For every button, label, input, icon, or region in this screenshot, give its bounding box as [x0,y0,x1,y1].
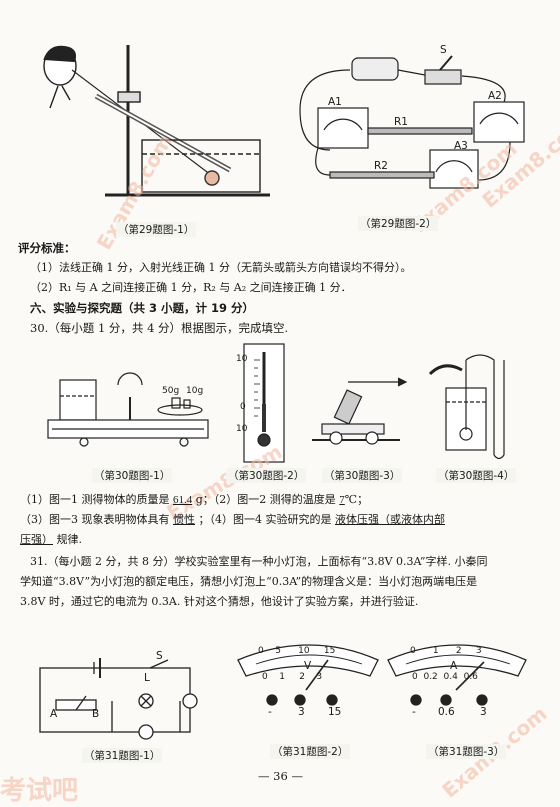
label-thermo-top: 10 [236,354,248,364]
label-mass1: 50g [162,386,180,396]
caption-q30-fig4: （第30题图-4） [436,468,517,483]
label-a3: A3 [454,140,468,152]
caption-q31-fig1: （第31题图-1） [82,748,163,763]
a-scale-top: 0 1 2 3 [410,646,482,656]
label-mass2: 10g [186,386,204,396]
label-a-term-3: 3 [480,706,487,718]
watermark-kaoshiba: 考试吧 [0,776,79,806]
caption-q30-fig1: （第30题图-1） [92,468,173,483]
q30-fig3-diagram [312,377,408,445]
label-s: S [440,44,447,56]
q30-line1: （1）图一1 测得物体的质量是 61.4 g；（2）图一2 测得的温度是 7℃； [20,493,369,506]
label-v-term-neg: - [268,706,272,718]
label-a-term-neg: - [412,706,416,718]
scoring-heading: 评分标准： [18,241,76,255]
q31-line1: 31.（每小题 2 分，共 8 分）学校实验室里有一种小灯泡，上面标有“3.8V… [30,555,488,568]
label-B: B [92,708,100,720]
q31-line3: 3.8V 时，通过它的电流为 0.3A. 针对这个猜想，他设计了实验方案，并进行… [20,595,419,608]
label-r1: R1 [394,116,408,128]
label-a-term-06: 0.6 [438,706,455,718]
scoring-line1: （1）法线正确 1 分，入射光线正确 1 分（无箭头或箭头方向错误均不得分）。 [30,261,412,274]
a-scale-bottom: 0 0.2 0.4 0.6 [412,672,478,682]
q31-line2: 学知道“3.8V”为小灯泡的额定电压，猜想小灯泡上“0.3A”的物理含义是：当小… [20,575,478,588]
q31-fig2-diagram [237,644,379,706]
q30-fig1-diagram [47,372,209,447]
caption-q31-fig3: （第31题图-3） [426,744,507,759]
answer-temperature: 7 [339,494,345,506]
label-l: L [144,672,150,684]
q30-line2: （3）图一3 现象表明物体具有 惯性 ；（4）图一4 实验研究的是 液体压强（或… [20,513,445,526]
caption-q29-fig1: （第29题图-1） [116,222,197,237]
label-v-term-15: 15 [328,706,342,718]
q30-fig4-diagram [428,354,505,460]
answer-pressure: 液体压强（或液体内部 [335,514,445,526]
q30-line3: 压强） 规律. [20,533,82,546]
section-heading: 六、实验与探究题（共 3 小题，计 19 分） [30,301,255,315]
q31-fig1-diagram [39,658,198,740]
q30-intro: 30.（每小题 1 分，共 4 分）根据图示，完成填空. [30,321,289,335]
q30-fig2-diagram [243,343,285,463]
caption-q29-fig2: （第29题图-2） [358,216,439,231]
q29-fig1-diagram [43,45,270,197]
answer-pressure-cont: 压强） [20,534,53,546]
caption-q31-fig2: （第31题图-2） [270,744,351,759]
answer-inertia: 惯性 [173,514,195,526]
label-a2: A2 [488,90,502,102]
q31-fig3-diagram [387,644,527,706]
v-scale-top: 0 5 10 15 [258,646,336,656]
v-scale-bottom: 0 1 2 3 [262,672,323,682]
caption-q30-fig3: （第30题图-3） [322,468,403,483]
label-thermo-mid: 0 [240,402,246,412]
q29-fig2-diagram [299,55,525,189]
label-v-unit: V [304,660,312,672]
label-a1: A1 [328,96,342,108]
scoring-line2: （2）R₁ 与 A 之间连接正确 1 分，R₂ 与 A₂ 之间连接正确 1 分． [30,281,352,294]
label-r2: R2 [374,160,388,172]
label-A: A [50,708,58,720]
caption-q30-fig2: （第30题图-2） [226,468,307,483]
label-switch-s: S [156,650,163,662]
page-number: — 36 — [258,769,303,783]
answer-mass: 61.4 [173,494,193,506]
label-thermo-bottom: 10 [236,424,248,434]
label-v-term-3: 3 [298,706,305,718]
label-a-unit: A [450,660,458,672]
